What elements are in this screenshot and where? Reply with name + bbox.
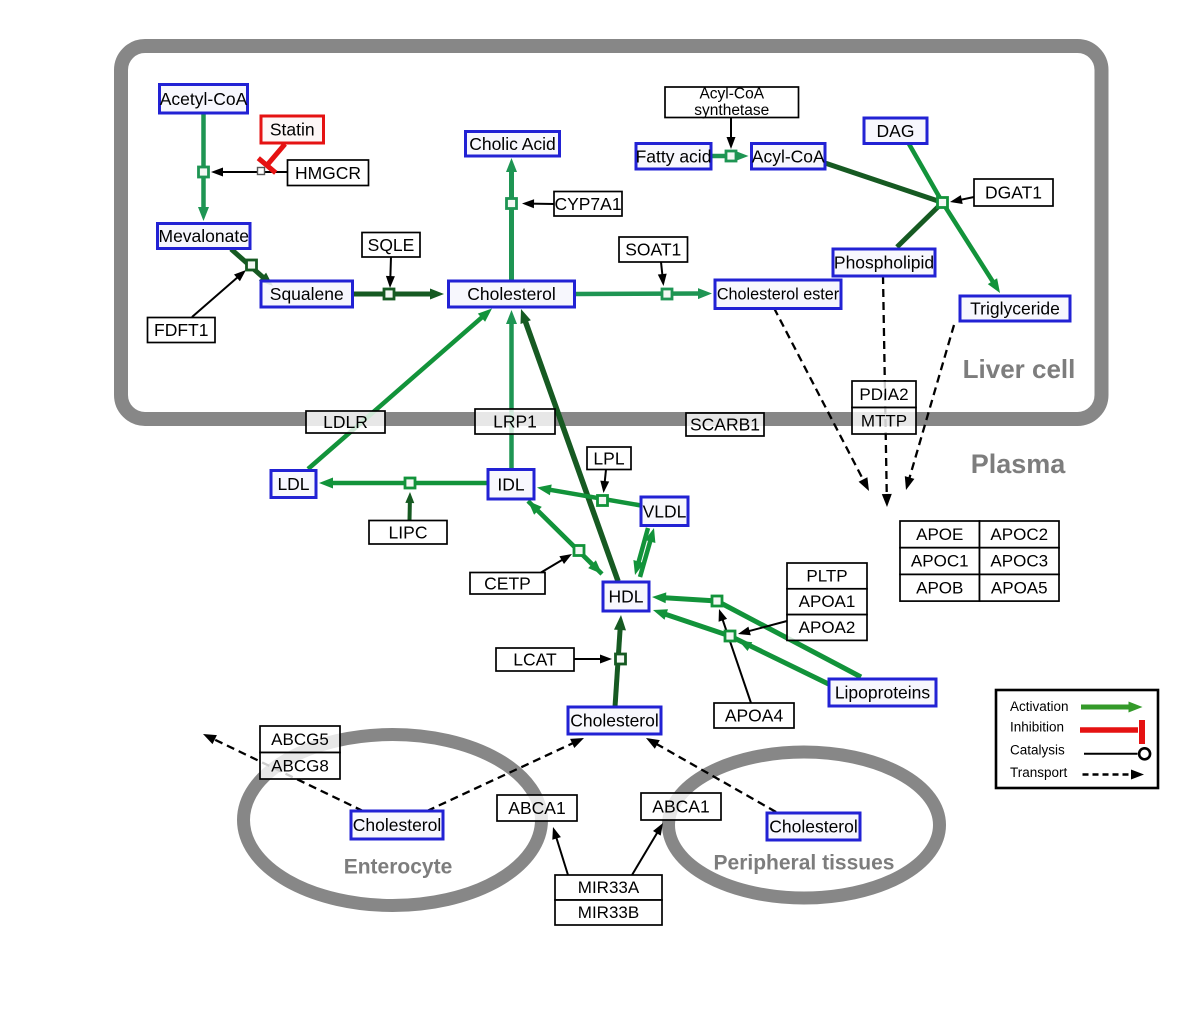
svg-text:LIPC: LIPC: [389, 522, 428, 542]
svg-text:APOC1: APOC1: [911, 552, 969, 571]
svg-text:Liver cell: Liver cell: [963, 354, 1076, 384]
svg-text:Squalene: Squalene: [270, 284, 344, 304]
svg-text:SOAT1: SOAT1: [625, 240, 681, 260]
svg-text:ABCG8: ABCG8: [271, 756, 329, 775]
svg-text:Statin: Statin: [270, 120, 315, 140]
svg-text:DGAT1: DGAT1: [985, 183, 1042, 203]
svg-text:PLTP: PLTP: [806, 566, 847, 585]
svg-text:APOA2: APOA2: [799, 618, 856, 637]
svg-text:Plasma: Plasma: [971, 449, 1067, 479]
svg-text:LRP1: LRP1: [493, 412, 537, 432]
svg-text:Enterocyte: Enterocyte: [344, 856, 453, 879]
svg-text:CETP: CETP: [484, 573, 531, 593]
svg-text:Triglyceride: Triglyceride: [970, 299, 1060, 319]
svg-text:LPL: LPL: [593, 448, 624, 468]
svg-text:MIR33B: MIR33B: [578, 903, 639, 922]
svg-text:APOB: APOB: [916, 578, 963, 597]
svg-text:Cholesterol: Cholesterol: [769, 817, 858, 837]
svg-text:HDL: HDL: [608, 587, 643, 607]
svg-text:Activation: Activation: [1010, 699, 1069, 714]
svg-text:Cholic Acid: Cholic Acid: [469, 134, 556, 154]
svg-text:Inhibition: Inhibition: [1010, 720, 1064, 735]
svg-text:ABCA1: ABCA1: [652, 797, 709, 817]
svg-text:APOA5: APOA5: [991, 578, 1048, 597]
svg-text:APOE: APOE: [916, 525, 963, 544]
svg-text:Transport: Transport: [1010, 765, 1068, 780]
svg-text:LDLR: LDLR: [323, 412, 368, 432]
svg-text:PDIA2: PDIA2: [859, 385, 908, 404]
svg-text:IDL: IDL: [497, 474, 525, 494]
svg-text:SQLE: SQLE: [368, 235, 415, 255]
svg-text:APOC2: APOC2: [990, 525, 1048, 544]
svg-text:Cholesterol ester: Cholesterol ester: [717, 285, 840, 303]
svg-text:Cholesterol: Cholesterol: [467, 284, 556, 304]
svg-text:Acyl-CoA: Acyl-CoA: [699, 86, 764, 103]
svg-text:Lipoproteins: Lipoproteins: [835, 683, 931, 703]
svg-text:ABCG5: ABCG5: [271, 730, 329, 749]
svg-text:synthetase: synthetase: [694, 102, 769, 119]
svg-text:APOA1: APOA1: [799, 592, 856, 611]
svg-text:SCARB1: SCARB1: [690, 415, 760, 435]
svg-text:MIR33A: MIR33A: [578, 878, 640, 897]
svg-text:Cholesterol: Cholesterol: [570, 711, 659, 731]
svg-text:MTTP: MTTP: [861, 411, 907, 430]
svg-text:LCAT: LCAT: [513, 650, 557, 670]
svg-text:LDL: LDL: [277, 474, 309, 494]
svg-text:ABCA1: ABCA1: [508, 798, 565, 818]
svg-text:Phospholipid: Phospholipid: [834, 253, 934, 273]
svg-text:Cholesterol: Cholesterol: [353, 815, 442, 835]
svg-text:CYP7A1: CYP7A1: [554, 194, 621, 214]
svg-text:APOC3: APOC3: [990, 552, 1048, 571]
svg-text:Mevalonate: Mevalonate: [159, 226, 249, 246]
svg-text:FDFT1: FDFT1: [154, 320, 208, 340]
svg-text:HMGCR: HMGCR: [295, 163, 361, 183]
svg-text:Fatty acid: Fatty acid: [636, 146, 712, 166]
svg-text:APOA4: APOA4: [725, 706, 784, 726]
svg-text:Acetyl-CoA: Acetyl-CoA: [160, 89, 248, 109]
svg-text:Acyl-CoA: Acyl-CoA: [752, 146, 825, 166]
svg-text:DAG: DAG: [877, 121, 915, 141]
svg-text:Peripheral tissues: Peripheral tissues: [714, 852, 895, 875]
svg-text:Catalysis: Catalysis: [1010, 743, 1065, 758]
svg-text:VLDL: VLDL: [643, 501, 687, 521]
